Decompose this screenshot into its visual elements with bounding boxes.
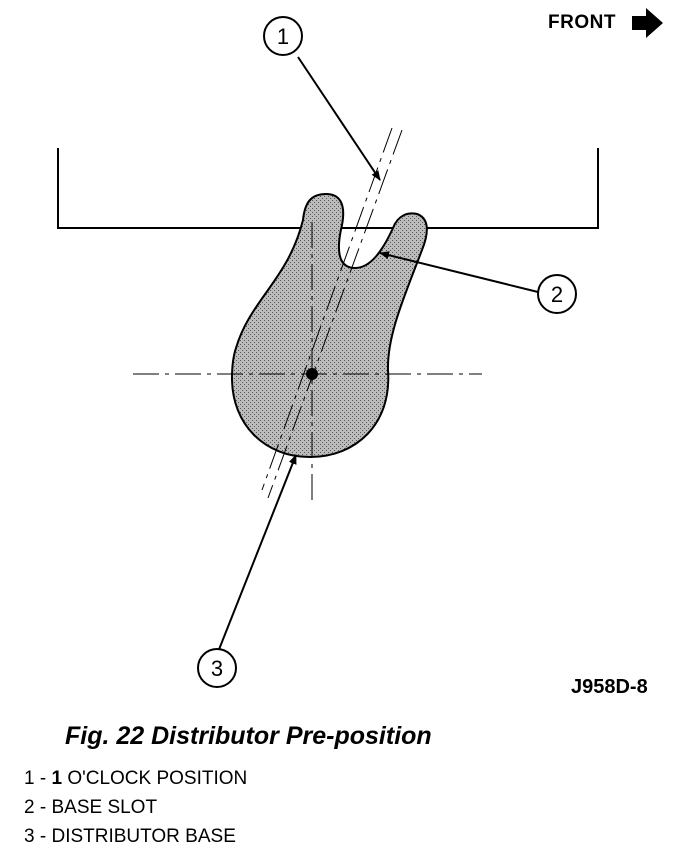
legend-separator: -	[34, 797, 52, 818]
figure-caption: Fig. 22 Distributor Pre-position	[65, 722, 432, 750]
legend-separator: -	[34, 768, 52, 789]
leader-line-1	[297, 56, 381, 181]
legend-number: 2	[24, 797, 35, 818]
legend-item: 3 - DISTRIBUTOR BASE	[24, 822, 247, 851]
front-direction-label: FRONT	[548, 12, 616, 33]
callout-2: 2	[537, 274, 577, 314]
legend-number: 3	[24, 826, 35, 847]
distributor-diagram: 1 2 3	[57, 8, 663, 688]
figure-id: J958D-8	[571, 676, 648, 698]
legend-text: BASE SLOT	[51, 797, 158, 818]
legend-number: 1	[24, 768, 35, 789]
callout-3: 3	[197, 648, 237, 688]
callout-1: 1	[263, 16, 303, 56]
legend-highlight: 1	[51, 768, 63, 789]
callout-2-label: 2	[551, 282, 563, 307]
distributor-base-shape	[230, 192, 428, 459]
legend-separator: -	[34, 826, 52, 847]
legend-list: 1 - 1 O'CLOCK POSITION 2 - BASE SLOT 3 -…	[24, 764, 247, 851]
right-arrow-icon	[632, 8, 663, 38]
legend-text: DISTRIBUTOR BASE	[51, 826, 236, 847]
center-dot	[306, 368, 318, 380]
callout-3-label: 3	[211, 656, 223, 681]
leader-line-3	[217, 454, 297, 653]
leader-line-2	[379, 251, 539, 293]
legend-item: 2 - BASE SLOT	[24, 793, 247, 822]
callout-1-label: 1	[277, 24, 289, 49]
legend-text: O'CLOCK POSITION	[62, 768, 248, 789]
legend-item: 1 - 1 O'CLOCK POSITION	[24, 764, 247, 793]
